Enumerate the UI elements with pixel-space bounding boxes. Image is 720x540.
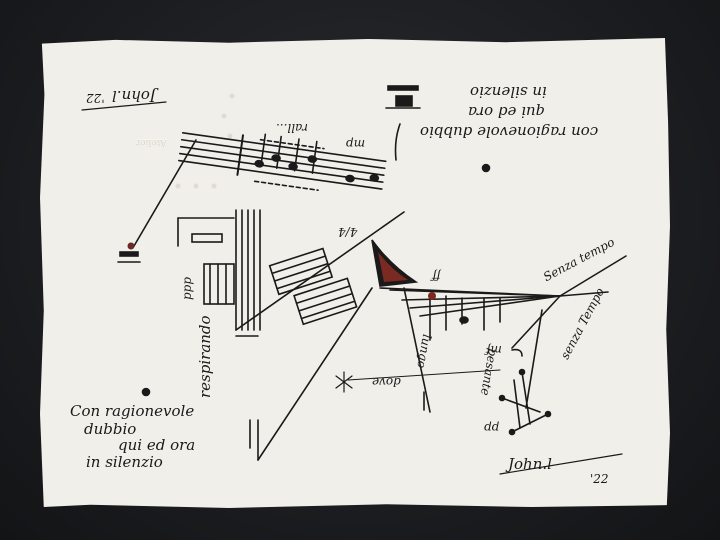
poem-line-2: dubbio [84, 420, 137, 438]
mark-ff: ff [432, 269, 441, 283]
embossed-stamp: Atelier [136, 137, 167, 147]
poem-line-3: qui ed ora [118, 436, 196, 454]
signature-name: John.l [508, 455, 552, 473]
signature-inverted-name: John.l [112, 87, 156, 105]
paper-sheet [40, 38, 670, 508]
poem-line-1: Con ragionevole [70, 402, 195, 420]
poem-inverted-line-3: in silenzio [470, 83, 547, 101]
mark-mp: mp [346, 137, 366, 151]
mark-rall: rall... [276, 121, 309, 135]
poem-inverted-line-1: con ragionevole dubbio [420, 123, 599, 141]
mark-time-signature: 4/4 [338, 225, 358, 239]
signature-year: '22 [590, 472, 609, 486]
mark-mf: mf [486, 343, 502, 357]
poem-inverted-line-2: qui ed ora [468, 103, 546, 121]
mark-pp: pp [484, 421, 500, 435]
mark-respirando: respirando [196, 315, 214, 398]
signature-inverted-year: '22 [86, 91, 105, 105]
poem-line-4: in silenzio [86, 453, 163, 471]
mark-ppp: ppp [180, 276, 194, 300]
mark-dove: dove [372, 375, 401, 389]
